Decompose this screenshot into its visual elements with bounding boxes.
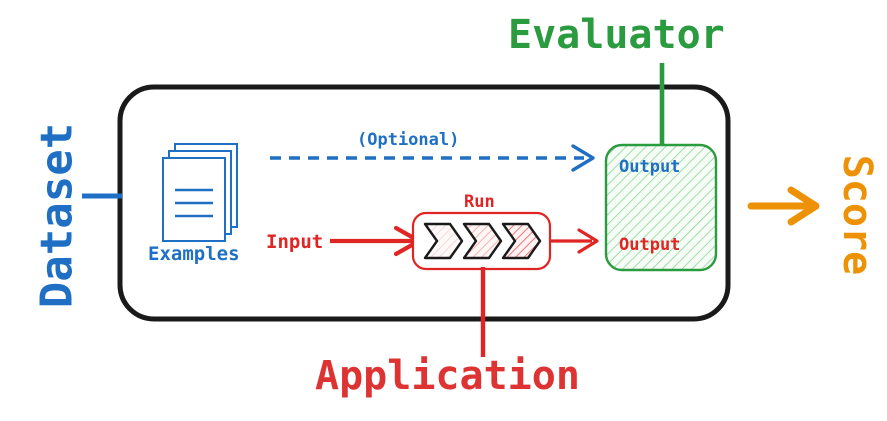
- input-arrow: [330, 225, 422, 257]
- chevron-2: [462, 222, 503, 260]
- input-label: Input: [266, 231, 324, 253]
- output-actual-label: Output: [619, 235, 681, 255]
- output-box: [604, 143, 718, 272]
- chevron-3: [501, 222, 542, 260]
- output-expected-label: Output: [619, 157, 681, 177]
- optional-label: (Optional): [357, 130, 460, 150]
- optional-arrow: [270, 144, 595, 172]
- score-arrow: [747, 186, 820, 226]
- dataset-label: Dataset: [31, 122, 83, 309]
- application-label: Application: [315, 353, 580, 399]
- run-label: Run: [464, 192, 495, 212]
- examples-label: Examples: [148, 243, 240, 265]
- evaluator-label: Evaluator: [508, 12, 725, 58]
- run-chevrons: [423, 222, 542, 260]
- pipeline-container: [117, 84, 731, 322]
- chevron-1: [423, 222, 464, 260]
- run-output-arrow: [550, 228, 599, 254]
- score-label: Score: [834, 154, 880, 276]
- examples-icon: [162, 143, 238, 242]
